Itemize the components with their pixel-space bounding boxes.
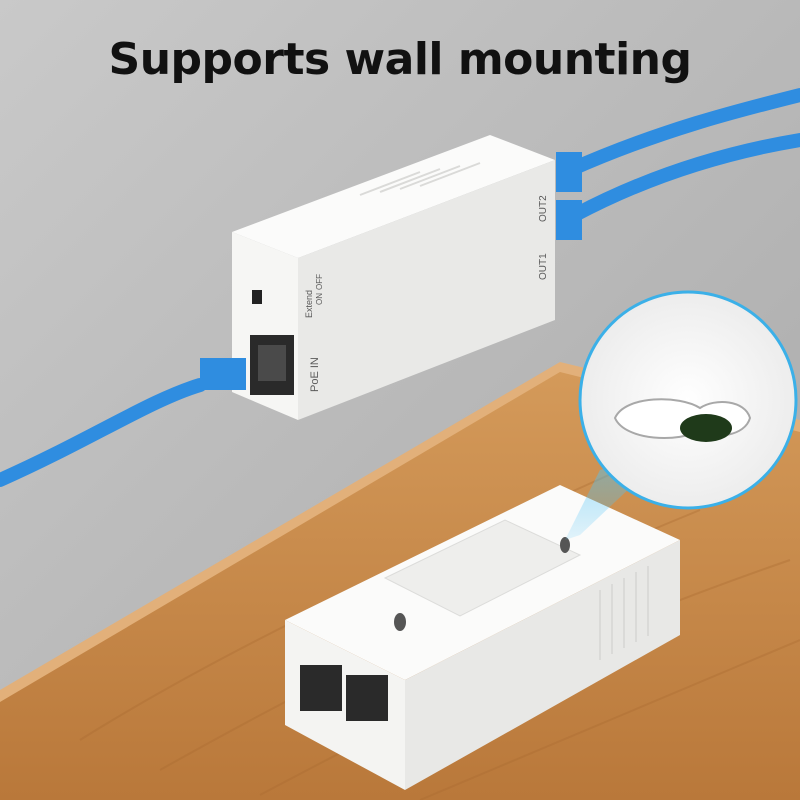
vent-ridges xyxy=(359,162,481,196)
out2-plug xyxy=(556,152,582,192)
recessed-label-panel xyxy=(383,519,582,617)
headline: Supports wall mounting xyxy=(108,34,692,85)
keyhole-zoom-callout xyxy=(578,290,798,510)
extend-switch xyxy=(252,290,262,304)
out1-label: OUT1 xyxy=(538,253,549,280)
ethernet-cables xyxy=(0,88,800,487)
on-label: ON xyxy=(315,293,324,305)
keyhole-slot-front xyxy=(394,613,406,631)
out1-plug xyxy=(556,200,582,240)
desk-port-1 xyxy=(300,665,342,711)
desk-poe-splitter xyxy=(285,485,680,790)
out2-label: OUT2 xyxy=(538,195,549,222)
poe-in-plug xyxy=(200,358,246,390)
wall-mounted-poe-splitter: Extend ON OFF PoE IN OUT1 OUT2 xyxy=(232,135,582,420)
off-label: OFF xyxy=(315,274,324,290)
extend-label: Extend xyxy=(304,290,314,318)
desk-port-2 xyxy=(346,675,388,721)
keyhole-slot-back xyxy=(560,537,570,553)
poe-in-label: PoE IN xyxy=(309,357,321,392)
side-vents xyxy=(599,566,649,660)
